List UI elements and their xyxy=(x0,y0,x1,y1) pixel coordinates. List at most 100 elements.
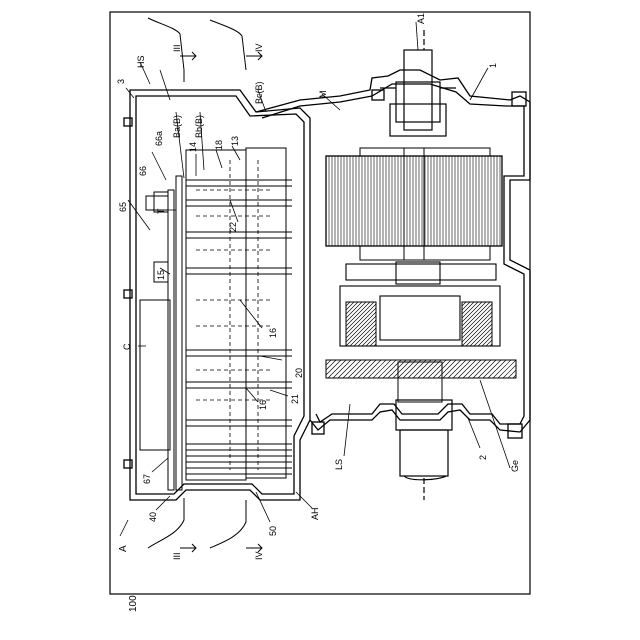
label-3: 3 xyxy=(116,79,126,84)
label-A: A xyxy=(118,545,129,552)
hatch-line xyxy=(346,302,350,306)
label-III-bottom: III xyxy=(172,552,182,560)
figure-frame xyxy=(110,12,530,594)
hatch-line xyxy=(438,360,456,378)
label-1: 1 xyxy=(488,63,498,68)
label-A1: A1 xyxy=(416,13,426,24)
label-66: 66 xyxy=(138,166,148,176)
motor-case xyxy=(256,70,530,438)
hatch-line xyxy=(346,312,376,342)
label-AH: AH xyxy=(310,507,320,520)
label-18: 18 xyxy=(214,140,224,150)
hatch-line xyxy=(482,336,492,346)
hatch-line xyxy=(462,302,482,322)
label-22: 22 xyxy=(228,222,238,232)
label-2: 2 xyxy=(478,455,488,460)
hatch-line xyxy=(428,360,446,378)
hatch-line xyxy=(462,302,470,310)
label-HS: HS xyxy=(136,55,146,68)
label-14: 14 xyxy=(188,142,198,152)
hatch-line xyxy=(498,360,516,378)
hatch-line xyxy=(458,360,476,378)
control-board xyxy=(140,148,286,490)
hatch-line xyxy=(333,360,351,378)
hatch-line xyxy=(338,360,356,378)
hatch-line xyxy=(473,360,491,378)
label-100: 100 xyxy=(128,595,139,612)
hatch-line xyxy=(463,360,481,378)
hatch-line xyxy=(443,360,461,378)
label-21: 21 xyxy=(290,394,300,404)
hatch-line xyxy=(418,360,436,378)
hatch-line xyxy=(474,328,492,346)
label-16a: 16 xyxy=(268,328,278,338)
bus-bars xyxy=(186,180,292,474)
hatch-line xyxy=(346,304,376,334)
gears xyxy=(326,302,516,402)
label-20: 20 xyxy=(294,368,304,378)
hatch-line xyxy=(328,360,346,378)
hatch-line xyxy=(478,360,496,378)
hatch-line xyxy=(346,302,366,322)
hatch-line xyxy=(378,360,396,378)
reference-labels: 100 A A1 1 2 3 HS M C LS Ge AH III IV II… xyxy=(116,13,520,612)
label-BaB: Ba(B) xyxy=(172,115,182,138)
hatch-line xyxy=(348,360,366,378)
label-BcB: Bc(B) xyxy=(254,81,264,104)
label-LS: LS xyxy=(334,459,344,470)
hatch-line xyxy=(346,302,354,310)
hatch-line xyxy=(448,360,466,378)
hatch-line xyxy=(346,316,376,346)
label-IV-top: IV xyxy=(254,43,264,52)
hatch-line xyxy=(388,360,406,378)
label-13: 13 xyxy=(230,136,240,146)
hatch-line xyxy=(462,308,492,338)
hatch-line xyxy=(363,360,381,378)
hatch-line xyxy=(462,312,492,342)
hatch-line xyxy=(483,360,501,378)
hatch-line xyxy=(413,360,431,378)
label-40: 40 xyxy=(148,512,158,522)
label-M: M xyxy=(318,91,328,99)
hatch-line xyxy=(462,302,478,318)
label-66a: 66a xyxy=(154,131,164,146)
hatch-line xyxy=(346,302,362,318)
hatch-line xyxy=(423,360,441,378)
label-67: 67 xyxy=(142,474,152,484)
hatch-line xyxy=(350,320,376,346)
label-IV-bottom: IV xyxy=(254,551,264,560)
hatch-line xyxy=(488,360,506,378)
hatch-line xyxy=(358,360,376,378)
hatch-line xyxy=(362,332,376,346)
hatch-line xyxy=(368,360,386,378)
hatch-line xyxy=(462,304,492,334)
inverter-housing xyxy=(124,90,310,500)
hatch-line xyxy=(346,308,376,338)
hatch-line xyxy=(462,302,466,306)
hatch-line xyxy=(366,336,376,346)
hatch-line xyxy=(493,360,511,378)
hatch-line xyxy=(393,360,411,378)
label-III-top: III xyxy=(172,44,182,52)
label-C: C xyxy=(122,343,132,350)
label-16b: 16 xyxy=(258,400,268,410)
hatch-line xyxy=(466,320,492,346)
label-T: T xyxy=(156,208,166,214)
label-BbB: Bb(B) xyxy=(194,115,204,138)
hatch-line xyxy=(503,365,516,378)
hatch-line xyxy=(343,360,361,378)
hatch-line xyxy=(468,360,486,378)
motor-stator xyxy=(326,148,502,260)
hatch-line xyxy=(508,370,516,378)
label-15: 15 xyxy=(156,270,166,280)
label-50: 50 xyxy=(268,526,278,536)
section-marks-top xyxy=(148,18,262,82)
hatch-line xyxy=(398,360,416,378)
hatch-line xyxy=(462,316,492,346)
hatch-line xyxy=(408,360,426,378)
hatch-line xyxy=(358,328,376,346)
label-65: 65 xyxy=(118,202,128,212)
section-marks-bottom xyxy=(148,498,262,552)
hatch-line xyxy=(353,360,371,378)
